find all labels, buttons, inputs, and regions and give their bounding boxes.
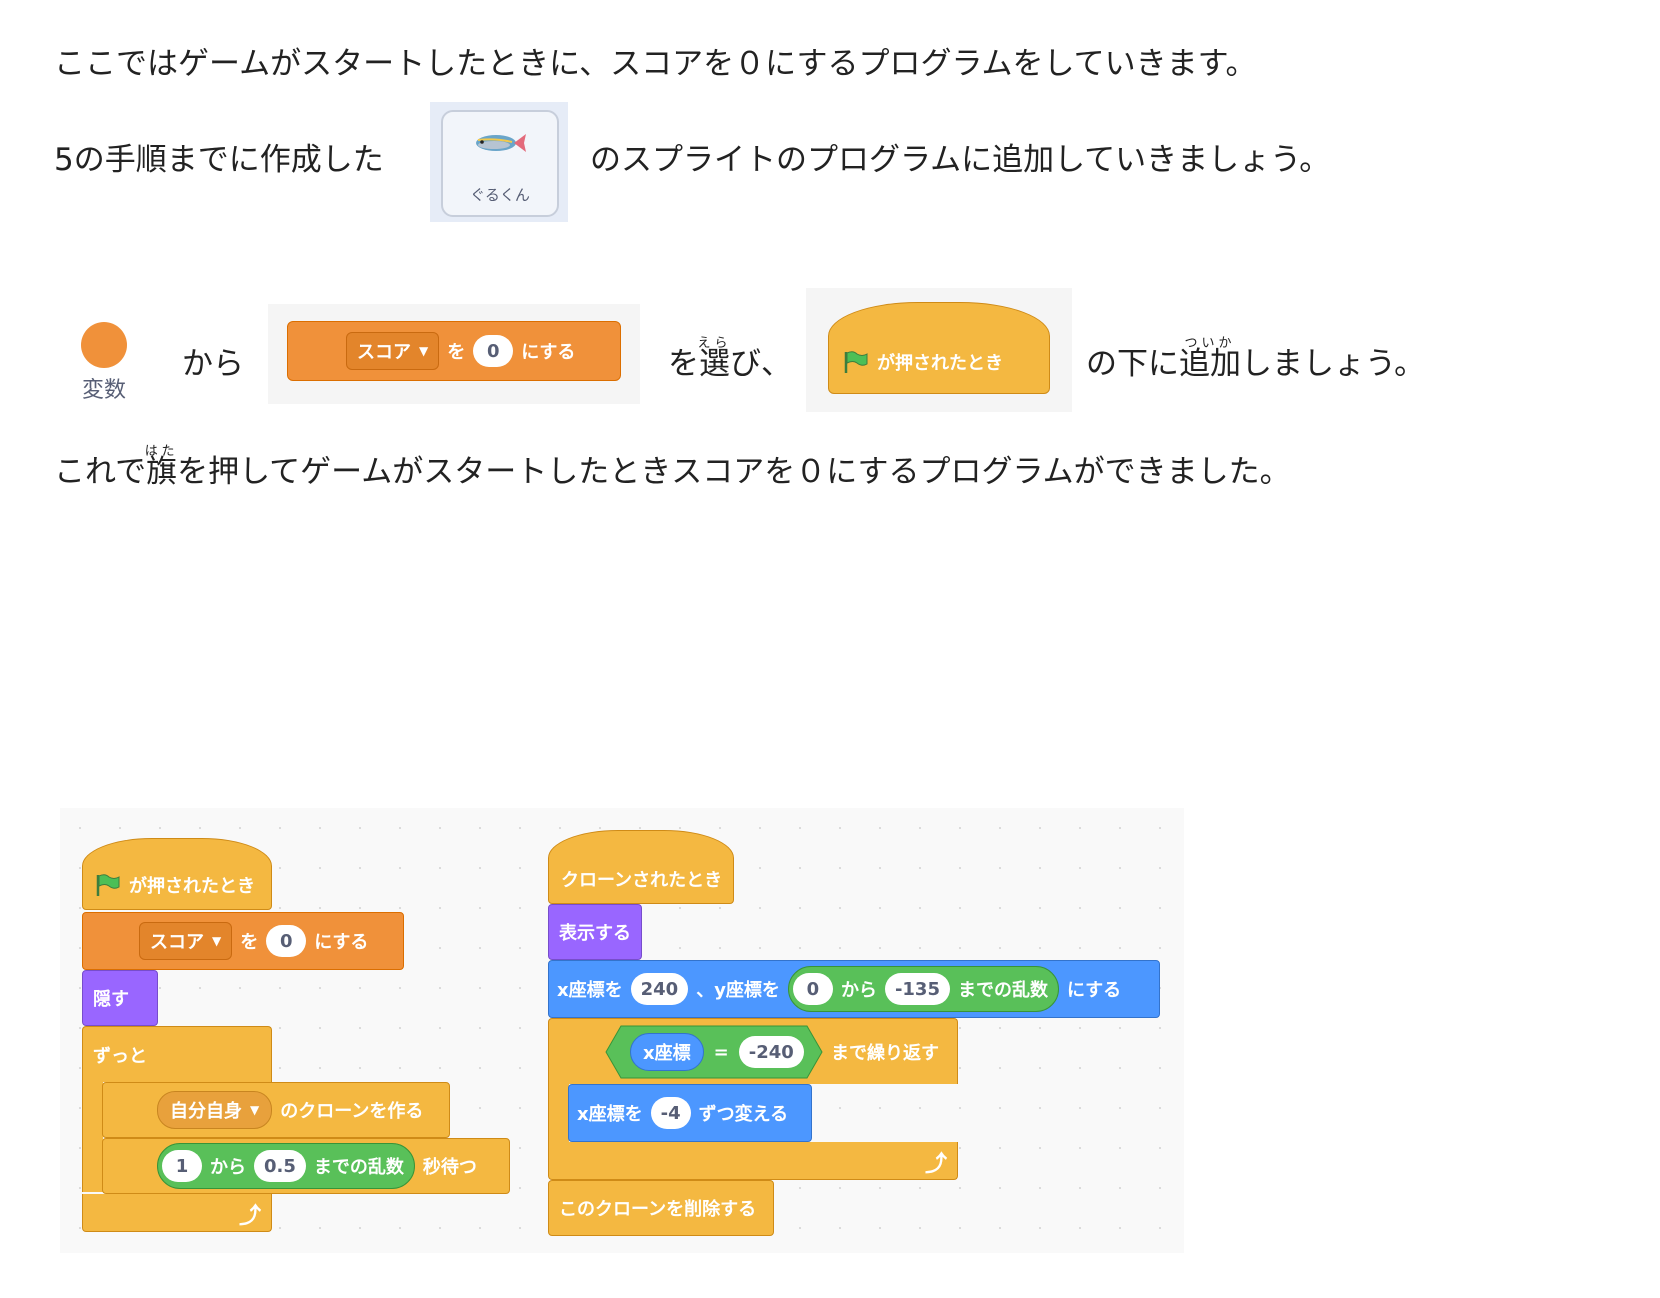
add-text: の下についか追加しましょう。 [1086, 336, 1425, 384]
equals-label: = [713, 1041, 729, 1063]
from-text: から [182, 346, 244, 382]
loop-arrow-icon: ⤴ [924, 1152, 947, 1177]
conclusion-text: これではた旗を押してゲームがスタートしたときスコアを０にするプログラムができまし… [54, 444, 1291, 492]
add-ruby: ついか [1184, 336, 1236, 351]
to-label: を [240, 932, 259, 953]
dropdown-arrow-icon: ▼ [212, 934, 222, 948]
wait-block[interactable]: 1 から 0.5 までの乱数 秒待つ [102, 1138, 510, 1194]
variable-dropdown[interactable]: スコア▼ [346, 332, 440, 370]
forever-bottom: ⤴ [82, 1194, 272, 1232]
green-flag-icon [96, 874, 120, 896]
x-value-input[interactable]: 240 [630, 973, 689, 1005]
set-score-block[interactable]: スコア▼ を 0 にする [82, 912, 404, 970]
loop-arrow-icon: ⤴ [238, 1204, 261, 1229]
when-clone-hat[interactable]: クローンされたとき [548, 830, 734, 904]
y-from-input[interactable]: 0 [792, 973, 833, 1005]
line2-before: 5の手順までに作成した [54, 142, 384, 178]
when-flag-hat[interactable]: が押されたとき [82, 838, 272, 910]
kara-label: から [210, 1157, 246, 1178]
equals-operator-contents: x座標 = -240 [630, 1032, 804, 1072]
x-target-input[interactable]: -240 [738, 1036, 804, 1068]
fish-icon [476, 134, 526, 152]
xy-suffix-label: にする [1066, 980, 1122, 1001]
delete-clone-block[interactable]: このクローンを削除する [548, 1180, 774, 1236]
change-value-input[interactable]: -4 [650, 1097, 691, 1129]
forever-arm [82, 1080, 103, 1192]
variables-category[interactable]: 変数 [76, 322, 132, 404]
random-label: までの乱数 [957, 980, 1048, 1001]
set-suffix-label: にする [521, 342, 576, 363]
wait-suffix-label: 秒待つ [422, 1157, 477, 1178]
value-input[interactable]: 0 [473, 335, 514, 367]
variables-dot-icon [81, 322, 127, 368]
sprite-tile[interactable]: ぐるくん [430, 102, 568, 222]
sprite-name: ぐるくん [470, 186, 530, 204]
change-x-block[interactable]: x座標を -4 ずつ変える [568, 1084, 812, 1142]
repeat-arm [548, 1082, 569, 1144]
flag-ruby: はた [144, 444, 179, 459]
y-to-input[interactable]: -135 [884, 973, 950, 1005]
to-label: を [447, 342, 466, 363]
forever-block[interactable]: ずっと [82, 1026, 272, 1082]
random-to-input[interactable]: 0.5 [254, 1150, 306, 1182]
repeat-bottom: ⤴ [548, 1142, 958, 1180]
create-clone-label: のクローンを作る [280, 1101, 424, 1122]
set-variable-block-sample[interactable]: スコア▼ を 0 にする [287, 321, 621, 381]
clone-target-dropdown[interactable]: 自分自身▼ [157, 1091, 273, 1129]
score-dropdown[interactable]: スコア▼ [139, 922, 233, 960]
y-random-operator[interactable]: 0 から -135 までの乱数 [787, 966, 1059, 1012]
create-clone-block[interactable]: 自分自身▼ のクローンを作る [102, 1082, 450, 1138]
show-block[interactable]: 表示する [548, 904, 642, 960]
line2-after: のスプライトのプログラムに追加していきましょう。 [590, 142, 1331, 178]
intro-text: ここではゲームがスタートしたときに、スコアを０にするプログラムをしていきます。 [54, 46, 1257, 82]
change-suffix-label: ずつ変える [698, 1104, 789, 1125]
change-x-label: x座標を [577, 1104, 643, 1125]
hide-block[interactable]: 隠す [82, 970, 158, 1026]
random-label: までの乱数 [313, 1157, 404, 1178]
select-text: をえら選び、 [668, 336, 792, 384]
green-flag-icon [844, 351, 868, 373]
random-from-input[interactable]: 1 [162, 1150, 202, 1182]
when-flag-block-sample[interactable]: が押されたとき [828, 302, 1050, 394]
random-operator[interactable]: 1 から 0.5 までの乱数 [157, 1143, 415, 1189]
set-suffix-label: にする [314, 932, 369, 953]
dropdown-arrow-icon: ▼ [250, 1103, 260, 1117]
variables-label: 変数 [81, 378, 126, 403]
y-set-label: 、y座標を [696, 980, 780, 1001]
repeat-until-label: まで繰り返す [831, 1042, 939, 1064]
x-set-label: x座標を [557, 980, 623, 1001]
select-ruby: えら [697, 336, 732, 351]
x-position-reporter[interactable]: x座標 [630, 1033, 704, 1071]
kara-label: から [840, 980, 877, 1001]
dropdown-arrow-icon: ▼ [419, 344, 429, 358]
score-value-input[interactable]: 0 [266, 925, 307, 957]
go-to-xy-block[interactable]: x座標を 240 、y座標を 0 から -135 までの乱数 にする [548, 960, 1160, 1018]
